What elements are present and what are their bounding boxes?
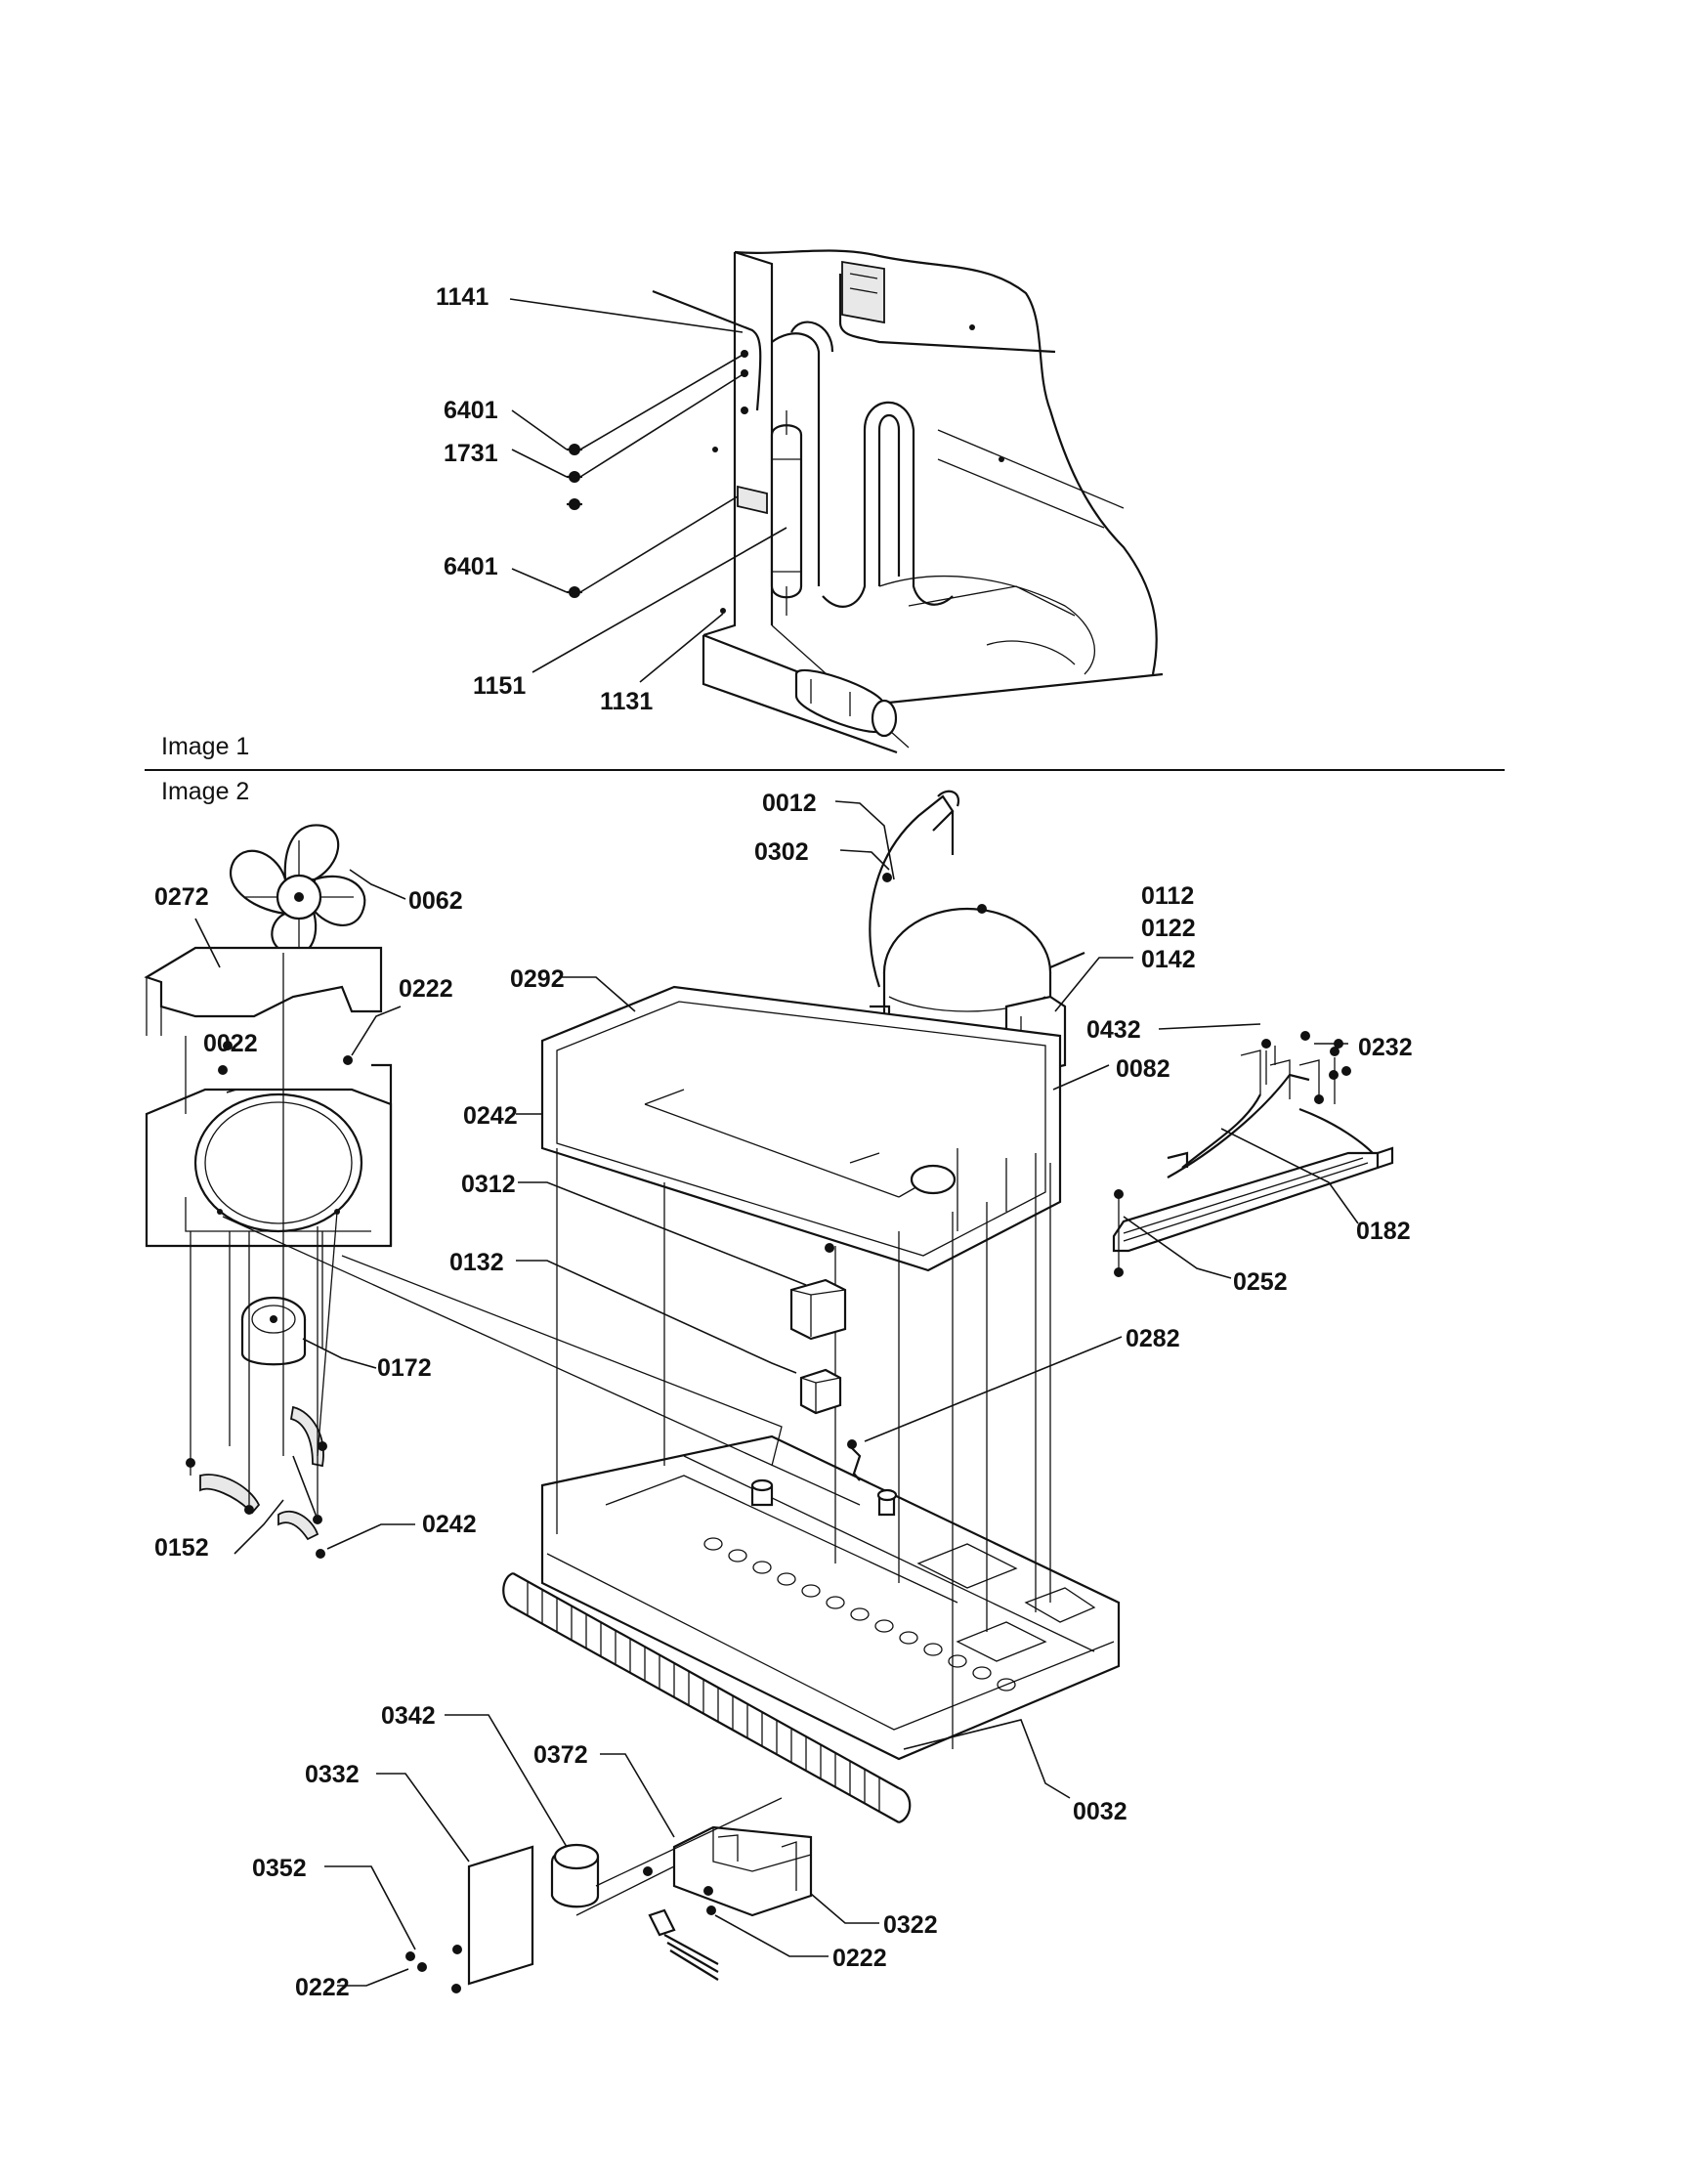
label-0292: 0292 xyxy=(510,965,565,993)
label-0122: 0122 xyxy=(1141,915,1196,942)
fan-shroud-top xyxy=(144,946,383,1018)
label-1731: 1731 xyxy=(444,440,498,467)
label-0132: 0132 xyxy=(449,1249,504,1276)
control-box xyxy=(789,1278,847,1341)
label-0032: 0032 xyxy=(1073,1798,1127,1825)
label-0432: 0432 xyxy=(1086,1016,1141,1044)
thermostat-part xyxy=(849,1445,862,1481)
leaders-image2 xyxy=(194,800,1359,1987)
label-0222-bottom-right: 0222 xyxy=(832,1945,887,1972)
defrost-timer-assembly xyxy=(467,1797,813,1986)
screw-group-image1 xyxy=(567,444,582,598)
label-0012: 0012 xyxy=(762,790,817,817)
drain-pan xyxy=(540,985,1062,1272)
label-0242-upper: 0242 xyxy=(463,1102,518,1130)
fan-motor xyxy=(240,1296,307,1366)
label-6401-lower: 6401 xyxy=(444,553,498,580)
label-0082: 0082 xyxy=(1116,1055,1170,1083)
label-0112: 0112 xyxy=(1141,882,1194,910)
label-0322: 0322 xyxy=(883,1911,938,1939)
label-1141: 1141 xyxy=(436,283,489,311)
motor-bracket-left xyxy=(199,1474,261,1515)
caption-image-1: Image 1 xyxy=(161,733,249,760)
label-0172: 0172 xyxy=(377,1354,432,1382)
label-0242-lower: 0242 xyxy=(422,1511,477,1538)
label-0142: 0142 xyxy=(1141,946,1196,973)
label-0302: 0302 xyxy=(754,838,809,866)
wiring-harness xyxy=(1112,1039,1394,1277)
label-1131: 1131 xyxy=(600,688,653,715)
label-1151: 1151 xyxy=(473,672,526,700)
image1-illustration xyxy=(509,249,1164,754)
label-0222-upper: 0222 xyxy=(399,975,453,1003)
base-pan xyxy=(502,1435,1121,1824)
label-0182: 0182 xyxy=(1356,1218,1411,1245)
fan-blade xyxy=(229,824,366,957)
label-0152: 0152 xyxy=(154,1534,209,1562)
caption-image-2: Image 2 xyxy=(161,778,249,805)
label-0342: 0342 xyxy=(381,1702,436,1730)
label-0062: 0062 xyxy=(408,887,463,915)
label-0332: 0332 xyxy=(305,1761,360,1788)
label-0022: 0022 xyxy=(203,1030,258,1057)
label-6401-upper: 6401 xyxy=(444,397,498,424)
label-0222-bottom-left: 0222 xyxy=(295,1974,350,2001)
coil-loops xyxy=(703,1537,1016,1692)
label-0372: 0372 xyxy=(533,1741,588,1769)
label-0352: 0352 xyxy=(252,1855,307,1882)
fan-bracket xyxy=(145,1063,393,1248)
label-0272: 0272 xyxy=(154,883,209,911)
label-0252: 0252 xyxy=(1233,1268,1288,1296)
label-0312: 0312 xyxy=(461,1171,516,1198)
relay-block xyxy=(799,1368,842,1415)
coil-fins xyxy=(527,1581,880,1811)
label-0232: 0232 xyxy=(1358,1034,1413,1061)
label-0282: 0282 xyxy=(1126,1325,1180,1352)
